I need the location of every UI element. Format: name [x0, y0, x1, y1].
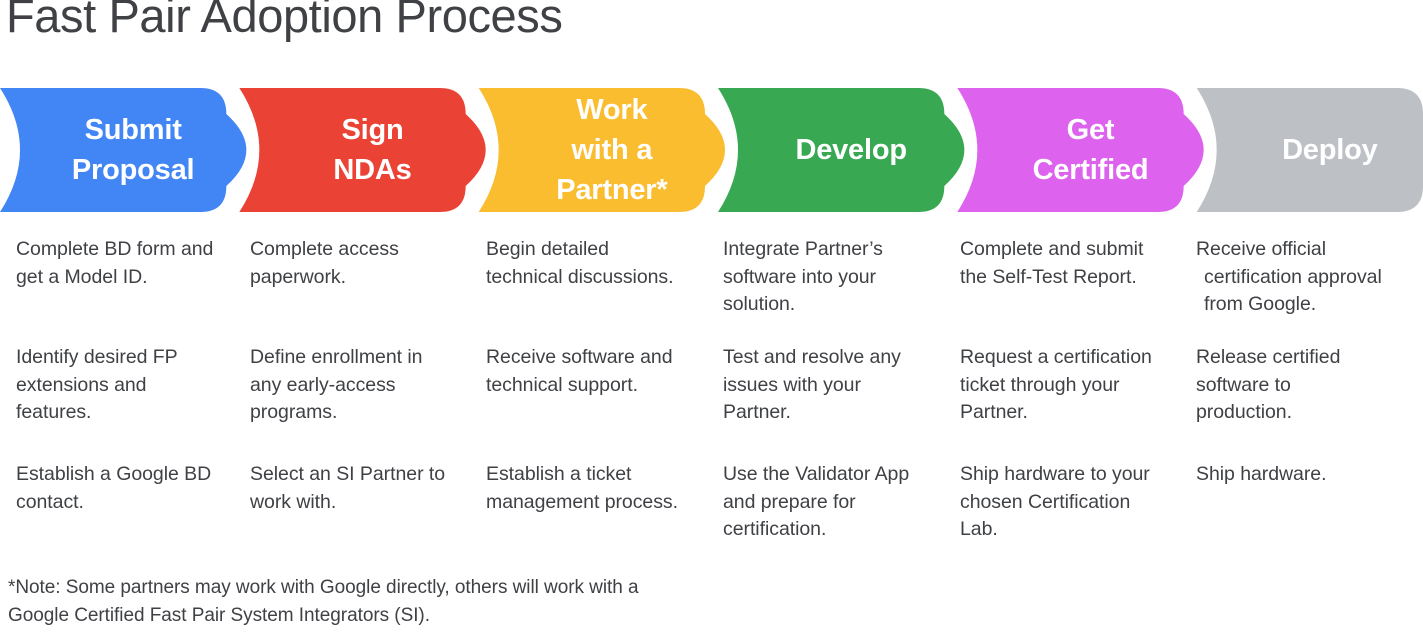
- step-detail-item: Receive software and technical support.: [486, 344, 673, 399]
- step-detail-line: Define enrollment in: [250, 346, 423, 368]
- step-detail-item: Complete and submit the Self-Test Report.: [960, 236, 1143, 291]
- step-detail-item: Use the Validator App and prepare for cert…: [723, 461, 909, 544]
- step-detail-line: technical discussions.: [486, 265, 674, 288]
- step-detail-line: issues with your: [723, 373, 861, 396]
- step-detail-item: Integrate Partner’s software into your sol…: [723, 236, 883, 319]
- process-step-label-line: Certified: [1032, 154, 1149, 186]
- process-step-shape-develop[interactable]: [718, 88, 965, 212]
- process-step-label-line: Develop: [795, 133, 907, 166]
- step-detail-line: and prepare for: [723, 490, 856, 513]
- step-detail-line: any early-access: [250, 373, 396, 396]
- step-detail-line: Complete access: [250, 238, 399, 260]
- step-detail-line: Use the Validator App: [723, 463, 910, 485]
- step-detail-line: features.: [16, 401, 92, 424]
- process-step-label-line: NDAs: [333, 154, 412, 186]
- step-detail-item: Ship hardware.: [1196, 461, 1327, 489]
- process-step-label-line: Get: [1066, 113, 1115, 146]
- step-detail-item: Request a certification ticket through yo…: [960, 344, 1152, 427]
- step-detail-line: the Self-Test Report.: [960, 265, 1137, 288]
- footnote: *Note: Some partners may work with Googl…: [8, 574, 639, 629]
- step-detail-item: Release certified software to production.: [1196, 344, 1340, 427]
- step-detail-line: Begin detailed: [486, 238, 609, 260]
- step-detail-item: Establish a Google BD contact.: [16, 461, 211, 516]
- step-detail-line: Integrate Partner’s: [723, 238, 883, 260]
- step-detail-line: Identify desired FP: [16, 346, 178, 368]
- step-detail-line: from Google.: [1204, 293, 1317, 316]
- step-detail-line: Complete and submit: [960, 238, 1144, 260]
- step-detail-line: technical support.: [486, 373, 638, 396]
- process-step-shape-submit-proposal[interactable]: [0, 88, 247, 212]
- step-detail-line: paperwork.: [250, 265, 346, 288]
- process-step-label-line: Work: [576, 93, 648, 126]
- step-detail-item: Begin detailed technical discussions.: [486, 236, 674, 291]
- step-detail-line: programs.: [250, 401, 338, 424]
- step-detail-line: Receive official: [1196, 238, 1326, 260]
- page-title: Fast Pair Adoption Process: [6, 0, 563, 42]
- step-detail-line: Establish a Google BD: [16, 463, 212, 485]
- step-detail-line: Ship hardware.: [1196, 463, 1327, 485]
- step-detail-line: Ship hardware to your: [960, 463, 1150, 485]
- footnote-line: *Note: Some partners may work with Googl…: [8, 577, 639, 598]
- process-step-label-develop[interactable]: Develop: [740, 88, 962, 212]
- step-detail-line: get a Model ID.: [16, 265, 148, 288]
- step-detail-line: Lab.: [960, 518, 998, 541]
- step-detail-item: Complete BD form and get a Model ID.: [16, 236, 213, 291]
- process-step-label-line: with a: [571, 133, 653, 166]
- step-detail-line: Partner.: [960, 401, 1028, 424]
- step-detail-item: Identify desired FP extensions and feature…: [16, 344, 178, 427]
- step-detail-item: Select an SI Partner to work with.: [250, 461, 445, 516]
- step-detail-line: Test and resolve any: [723, 346, 901, 368]
- step-detail-item: Ship hardware to your chosen Certificatio…: [960, 461, 1150, 544]
- process-step-shapes: [0, 88, 1423, 212]
- step-detail-line: solution.: [723, 293, 796, 316]
- step-detail-line: production.: [1196, 401, 1292, 424]
- step-detail-line: ticket through your: [960, 373, 1120, 396]
- process-step-shape-get-certified[interactable]: [957, 88, 1204, 212]
- step-detail-line: Establish a ticket: [486, 463, 632, 485]
- step-detail-line: certification approval: [1204, 265, 1382, 288]
- step-detail-line: certification.: [723, 518, 827, 541]
- process-step-label-work-with-a-partner[interactable]: Work with a Partner*: [501, 88, 723, 212]
- step-detail-line: Partner.: [723, 401, 791, 424]
- step-detail-line: Select an SI Partner to: [250, 463, 446, 485]
- process-step-label-line: Deploy: [1282, 133, 1378, 166]
- step-detail-line: Release certified: [1196, 346, 1341, 368]
- step-detail-line: chosen Certification: [960, 490, 1131, 513]
- step-detail-line: Receive software and: [486, 346, 673, 368]
- step-detail-line: Complete BD form and: [16, 238, 214, 260]
- step-detail-item: Define enrollment in any early-access prog…: [250, 344, 422, 427]
- step-detail-item: Receive official certification approval fr…: [1196, 236, 1382, 319]
- step-detail-line: work with.: [250, 490, 337, 513]
- process-step-label-deploy[interactable]: Deploy: [1219, 88, 1423, 212]
- process-step-label-line: Sign: [341, 113, 404, 146]
- process-step-shape-work-with-a-partner[interactable]: [478, 88, 725, 212]
- step-detail-item: Complete access paperwork.: [250, 236, 399, 291]
- process-step-shape-deploy[interactable]: [1196, 88, 1423, 212]
- step-detail-line: extensions and: [16, 373, 147, 396]
- footnote-line: Google Certified Fast Pair System Integr…: [8, 604, 430, 626]
- step-detail-line: software into your: [723, 265, 877, 288]
- process-step-label-line: Proposal: [71, 154, 195, 186]
- process-step-label-line: Partner*: [556, 174, 668, 206]
- step-detail-line: software to: [1196, 373, 1291, 396]
- step-detail-line: Request a certification: [960, 346, 1152, 368]
- step-detail-line: contact.: [16, 490, 84, 513]
- process-step-label-line: Submit: [84, 113, 182, 146]
- process-step-shape-sign-ndas[interactable]: [239, 88, 486, 212]
- step-detail-item: Establish a ticket management process.: [486, 461, 678, 516]
- step-detail-line: management process.: [486, 490, 678, 513]
